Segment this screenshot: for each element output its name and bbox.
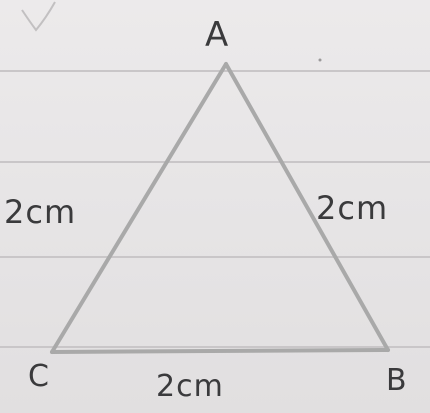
side-label-cb: 2cm <box>156 369 224 404</box>
vertex-label-a: A <box>205 15 230 55</box>
ruled-line <box>0 346 430 348</box>
pencil-mark-top-left <box>21 1 56 32</box>
ruled-line <box>0 256 430 258</box>
side-label-ab: 2cm <box>316 189 389 227</box>
vertex-label-b: B <box>386 363 408 398</box>
side-ab <box>224 62 390 352</box>
side-ca <box>50 62 228 354</box>
ruled-line <box>0 70 430 72</box>
vertex-label-c: C <box>28 359 50 394</box>
pencil-dot <box>318 58 322 62</box>
side-cb <box>50 348 390 354</box>
side-label-ca: 2cm <box>4 193 77 231</box>
ruled-line <box>0 161 430 163</box>
